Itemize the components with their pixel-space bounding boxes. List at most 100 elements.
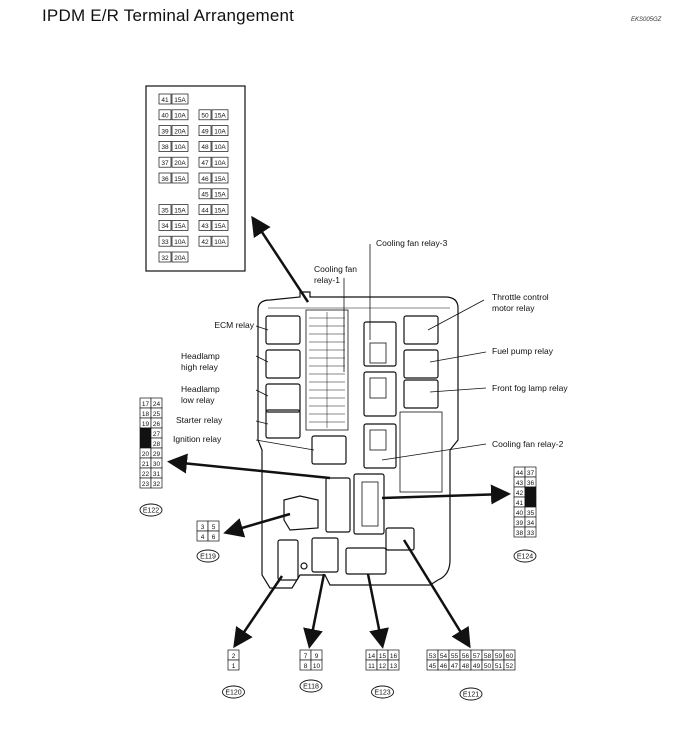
terminal-number: 36 bbox=[527, 480, 535, 487]
arrow-to-e122 bbox=[167, 453, 331, 480]
label-cooling-fan-relay-1-line2: relay-1 bbox=[314, 275, 340, 285]
label-cooling-fan-relay-2: Cooling fan relay-2 bbox=[492, 439, 564, 449]
terminal-cell bbox=[150, 477, 163, 489]
terminal-number: 13 bbox=[390, 663, 398, 670]
terminal-number: 11 bbox=[368, 663, 375, 670]
fuse-number-cell bbox=[158, 235, 172, 247]
fuse-rating-cell bbox=[171, 235, 189, 247]
terminal-cell bbox=[207, 530, 220, 542]
terminal-number: 35 bbox=[527, 510, 535, 517]
connector-id-badge bbox=[459, 687, 483, 701]
terminal-number: 48 bbox=[462, 663, 470, 670]
fuse-rating: 20A bbox=[174, 160, 186, 167]
terminal-number: 25 bbox=[153, 411, 161, 418]
connector-id: E122 bbox=[143, 508, 159, 515]
terminal-number: 33 bbox=[527, 530, 535, 537]
fuse-number: 49 bbox=[201, 128, 209, 135]
label-ecm-relay: ECM relay bbox=[214, 320, 254, 330]
terminal-number: 38 bbox=[516, 530, 524, 537]
fuse-number: 48 bbox=[201, 144, 209, 151]
arrow-to-fuse-box bbox=[251, 215, 310, 303]
fuse-rating-cell bbox=[171, 93, 189, 105]
fuse-rating: 10A bbox=[214, 144, 226, 151]
terminal-cell bbox=[139, 437, 152, 449]
terminal-number: 41 bbox=[516, 500, 524, 507]
fuse-rating: 15A bbox=[174, 207, 186, 214]
terminal-cell bbox=[310, 659, 323, 671]
fuse-number-cell bbox=[158, 125, 172, 136]
fuse-number-cell bbox=[158, 109, 172, 121]
fuse-number-cell bbox=[198, 156, 212, 168]
fuse-number: 39 bbox=[161, 128, 169, 135]
fuse-rating-cell bbox=[211, 172, 229, 184]
fuse-number-cell bbox=[198, 172, 212, 184]
fuse-rating-cell bbox=[211, 235, 229, 247]
fuse-rating-cell bbox=[171, 172, 189, 184]
fuse-number-cell bbox=[158, 156, 172, 168]
fuse-number-cell bbox=[198, 125, 212, 136]
terminal-number: 20 bbox=[142, 451, 150, 458]
terminal-number: 54 bbox=[440, 653, 448, 660]
fuse-number-cell bbox=[158, 220, 172, 231]
connector-id-badge bbox=[222, 685, 245, 699]
label-fuel-pump-relay: Fuel pump relay bbox=[492, 346, 553, 356]
fuse-number: 45 bbox=[201, 192, 209, 199]
fuse-rating-cell bbox=[171, 125, 189, 136]
terminal-number: 59 bbox=[495, 653, 503, 660]
terminal-number: 24 bbox=[153, 401, 161, 408]
connector-id: E120 bbox=[225, 690, 241, 697]
terminal-number: 52 bbox=[506, 663, 514, 670]
terminal-cell bbox=[227, 659, 240, 671]
label-headlamp-low-line1: Headlamp bbox=[181, 384, 220, 394]
fuse-rating: 15A bbox=[174, 223, 186, 230]
fuse-rating: 15A bbox=[174, 97, 186, 104]
terminal-number: 2 bbox=[232, 653, 236, 660]
terminal-number: 60 bbox=[506, 653, 514, 660]
fuse-rating-cell bbox=[211, 156, 229, 168]
connector-id: E124 bbox=[517, 554, 533, 561]
label-starter-relay: Starter relay bbox=[176, 415, 223, 425]
label-ignition-relay: Ignition relay bbox=[173, 434, 222, 444]
fuse-rating-cell bbox=[211, 204, 229, 215]
fuse-rating-cell bbox=[211, 188, 229, 200]
fuse-number: 47 bbox=[201, 160, 209, 167]
fuse-number-cell bbox=[198, 188, 212, 200]
fuse-number: 38 bbox=[161, 144, 169, 151]
terminal-number: 5 bbox=[212, 524, 216, 531]
fuse-number-cell bbox=[198, 141, 212, 152]
fuse-number: 40 bbox=[161, 113, 169, 120]
fuse-number-cell bbox=[158, 172, 172, 184]
fuse-rating: 15A bbox=[214, 192, 226, 199]
terminal-number: 43 bbox=[516, 480, 524, 487]
terminal-number: 45 bbox=[429, 663, 437, 670]
leader-lines bbox=[255, 244, 487, 461]
terminal-number: 39 bbox=[516, 520, 524, 527]
fuse-number-cell bbox=[158, 141, 172, 152]
fuse-rating: 10A bbox=[214, 239, 226, 246]
terminal-number: 50 bbox=[484, 663, 492, 670]
label-headlamp-high-line2: high relay bbox=[181, 362, 218, 372]
terminal-cell bbox=[524, 526, 537, 538]
connector-id-badge bbox=[371, 685, 394, 699]
fuse-number-cell bbox=[198, 204, 212, 215]
fuse-rating-cell bbox=[171, 204, 189, 215]
terminal-number: 16 bbox=[390, 653, 398, 660]
terminal-number: 10 bbox=[313, 663, 321, 670]
figure-code: EKS005GZ bbox=[631, 17, 662, 23]
terminal-number: 46 bbox=[440, 663, 448, 670]
fuse-number: 41 bbox=[161, 97, 169, 104]
terminal-number: 19 bbox=[142, 421, 150, 428]
terminal-number: 26 bbox=[153, 421, 161, 428]
terminal-cell bbox=[524, 486, 537, 498]
arrow-to-e124 bbox=[381, 484, 511, 505]
terminal-number: 44 bbox=[516, 470, 524, 477]
fuse-rating: 10A bbox=[174, 239, 186, 246]
fuse-number: 43 bbox=[201, 223, 209, 230]
fuse-number-cell bbox=[158, 93, 172, 105]
label-headlamp-low-line2: low relay bbox=[181, 395, 215, 405]
arrow-to-e123 bbox=[366, 573, 389, 649]
